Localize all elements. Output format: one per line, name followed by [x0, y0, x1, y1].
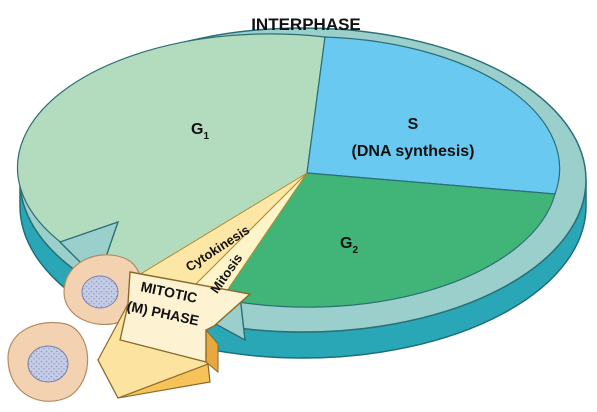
g1-subscript: 1 [203, 131, 209, 142]
s-sector [306, 36, 561, 195]
interphase-title: INTERPHASE [251, 15, 361, 34]
g1-letter: G [191, 121, 203, 138]
g1-label: G1 [191, 121, 209, 142]
g2-letter: G [340, 235, 352, 252]
s-description: (DNA synthesis) [352, 143, 475, 160]
g2-sector [214, 172, 556, 308]
g2-subscript: 2 [352, 245, 358, 256]
mitotic-arrow [96, 271, 252, 399]
s-label: S [408, 116, 419, 133]
g2-label: G2 [340, 235, 358, 256]
ring-arrowhead-left [58, 220, 120, 282]
cell-lower [7, 321, 89, 402]
